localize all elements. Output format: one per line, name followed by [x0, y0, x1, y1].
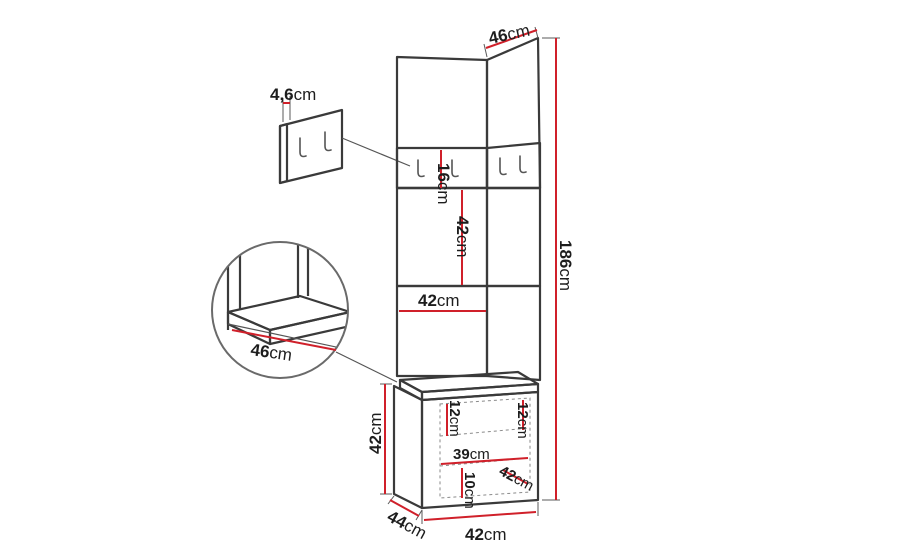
seat-cushion-front — [420, 382, 540, 402]
cabinet-depth-dimension-line — [389, 499, 420, 517]
panel-height-label: 42cm — [453, 216, 472, 258]
inner-width-label: 39cm — [453, 446, 490, 463]
cabinet-width-label: 42cm — [465, 525, 507, 544]
cabinet-front — [420, 390, 540, 510]
wardrobe — [335, 36, 542, 510]
seat-detail — [211, 241, 349, 379]
cabinet-depth-label: 44cm — [384, 507, 430, 543]
top-depth-label: 46cm — [487, 21, 532, 48]
coat-hook-icon — [519, 155, 527, 174]
hanger-detail — [278, 96, 411, 185]
bottom-gap-label: 10cm — [461, 472, 478, 509]
cabinet-side — [392, 384, 424, 510]
panel-width-label: 42cm — [418, 291, 460, 310]
hanger-hook-icon — [299, 137, 307, 158]
middle-panel-right — [485, 186, 542, 288]
coat-hook-icon — [451, 159, 459, 178]
hanger-hook-icon — [324, 131, 332, 152]
shelf-height-right-label: 12cm — [514, 402, 531, 439]
seat-detail-cushion-front — [268, 310, 348, 346]
hanger-thickness-label: 4,6cm — [270, 85, 316, 104]
cabinet-height-label: 42cm — [366, 412, 385, 454]
hook-strip-height-label: 16cm — [434, 163, 453, 205]
total-height-label: 186cm — [556, 240, 575, 291]
dimension-labels: 46cm 4,6cm 16cm 42cm 186cm 42cm 46cm 42c… — [249, 21, 575, 544]
seat-depth-dimension-line — [231, 329, 337, 351]
top-panel-right — [485, 36, 542, 190]
leader-line — [341, 137, 411, 167]
hook-strip-right — [485, 141, 542, 190]
cabinet-width-dimension-line — [423, 511, 537, 521]
inner-depth-dimension-line — [502, 469, 529, 485]
inner-width-dimension-line — [440, 457, 529, 465]
cabinet-inner-outline — [439, 397, 531, 499]
lower-panel-right — [485, 284, 542, 382]
dimension-lines — [380, 26, 560, 524]
coat-hook-icon — [417, 159, 425, 178]
seat-detail-circle — [211, 241, 349, 379]
shelf-height-left-label: 12cm — [446, 400, 463, 437]
top-depth-dimension-line — [485, 29, 538, 49]
coat-hook-icon — [499, 157, 507, 176]
seat-depth-label: 46cm — [249, 340, 293, 365]
hanger-panel-edge — [278, 122, 289, 185]
inner-depth-label: 42cm — [496, 463, 536, 495]
leader-line — [335, 351, 398, 383]
hanger-panel-front — [278, 108, 344, 185]
